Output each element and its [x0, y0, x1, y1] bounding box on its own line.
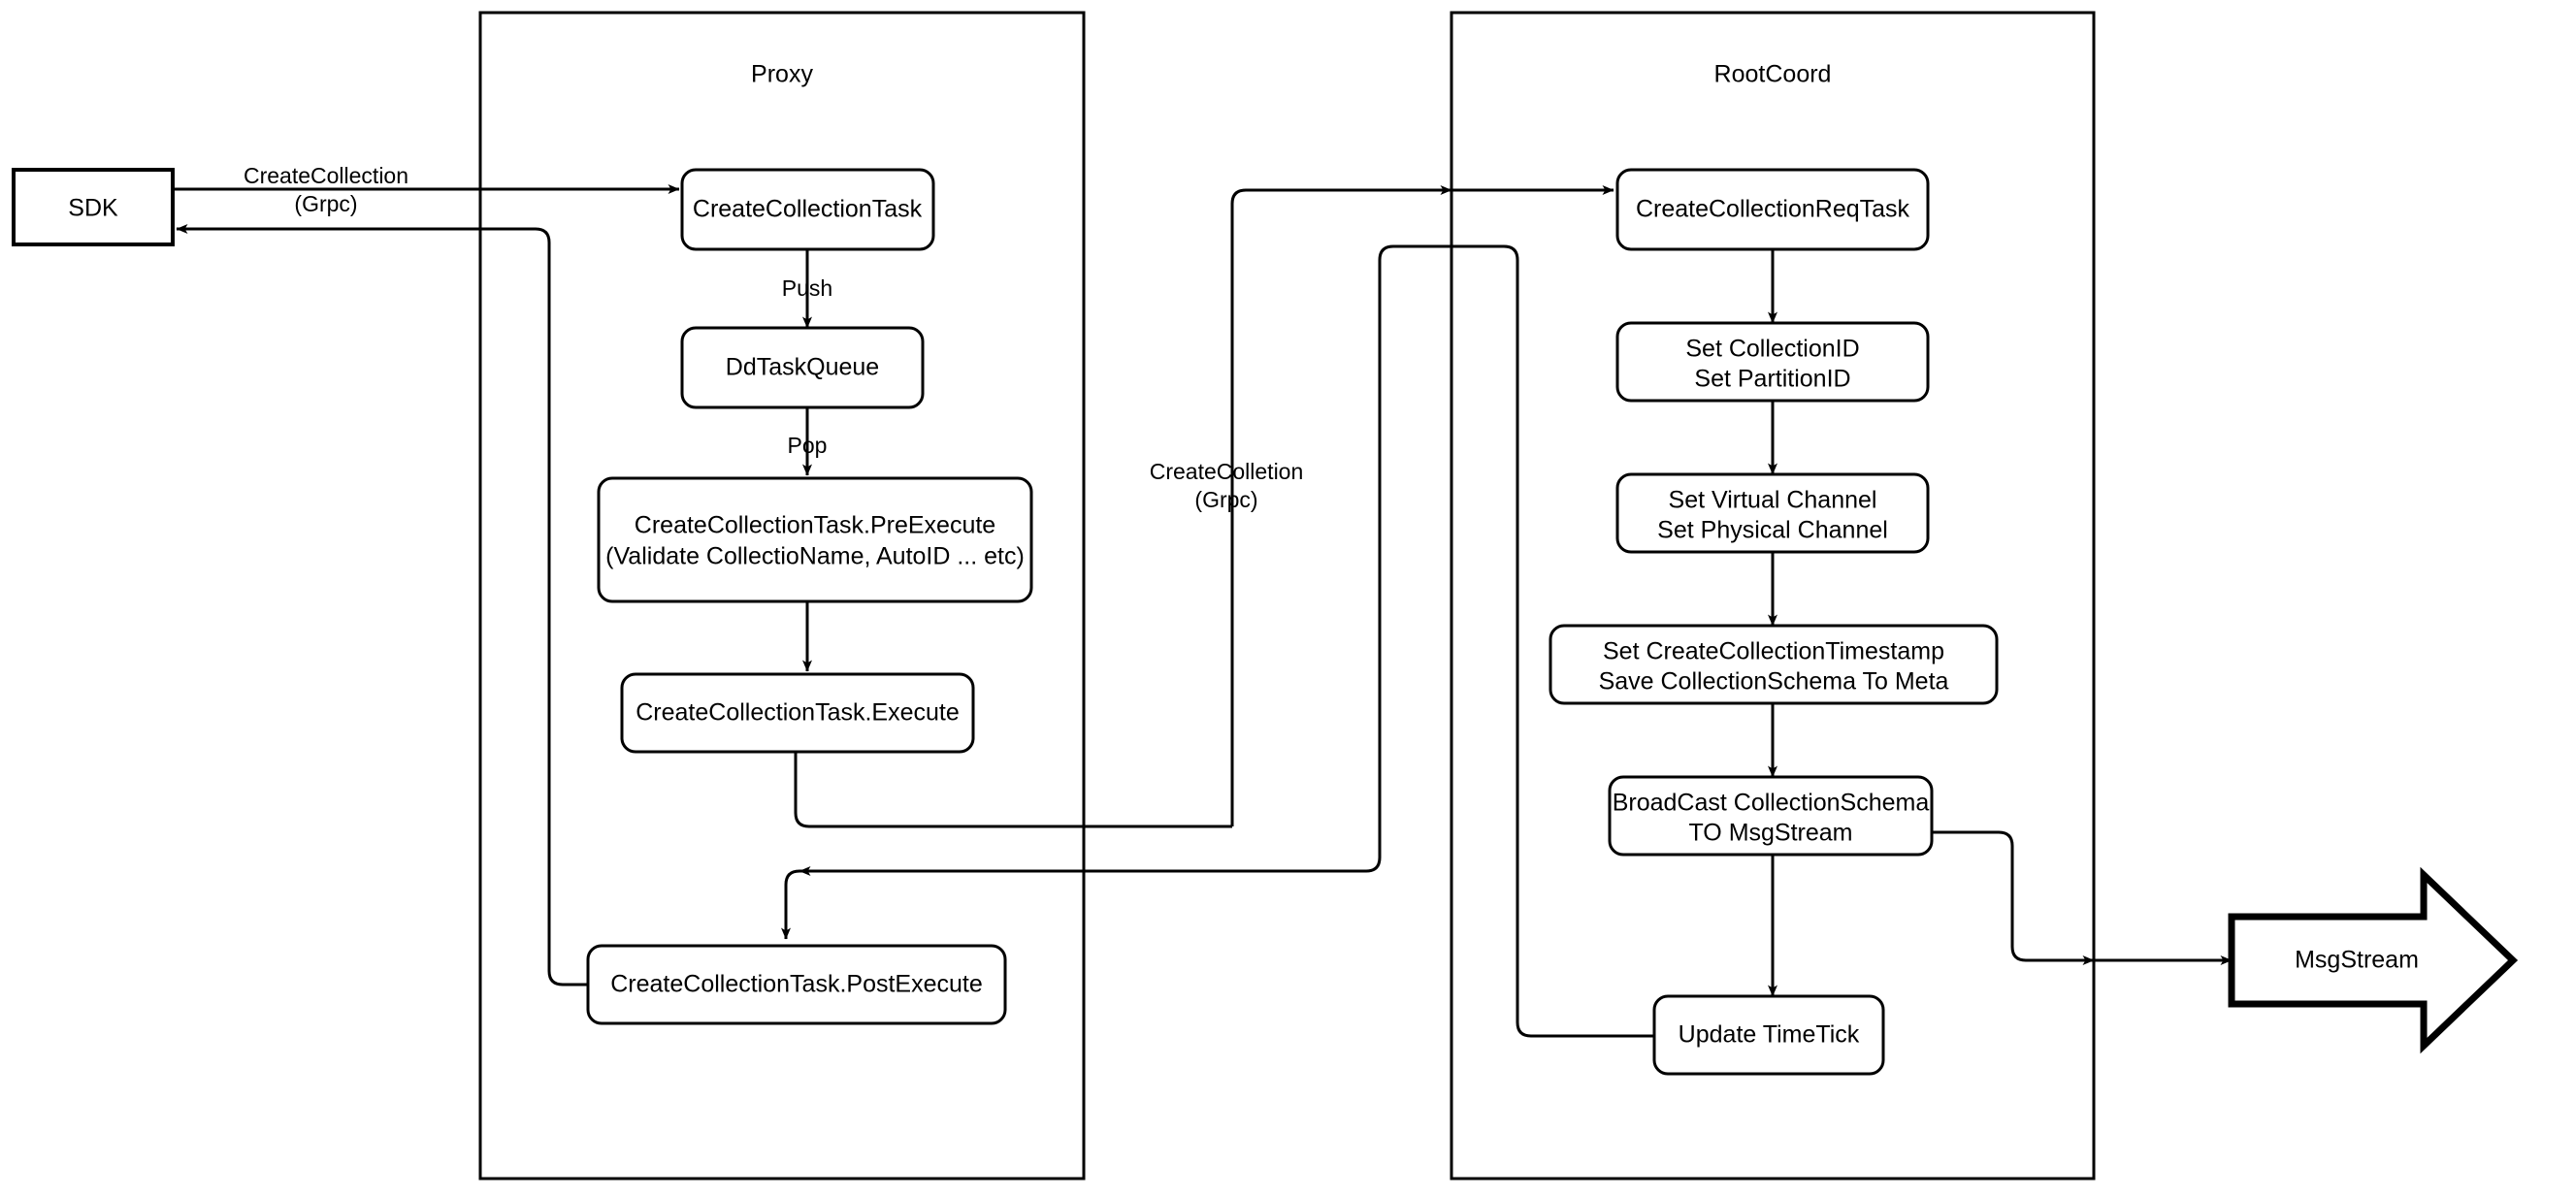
sdk-rect [12, 168, 175, 246]
pre-execute-label-line2: (Validate CollectioName, AutoID ... etc) [605, 543, 1025, 570]
dd-task-queue-label: DdTaskQueue [726, 354, 879, 381]
node-post-execute[interactable]: CreateCollectionTask.PostExecute [586, 944, 1007, 1025]
edge-midline-to-rootcoord-boundary [1230, 185, 1452, 826]
broadcast-label-line1: BroadCast CollectionSchema [1613, 790, 1930, 817]
broadcast-rect [1608, 775, 1934, 857]
edge-label-pop: Pop [788, 433, 828, 458]
edge-to-post-execute [781, 869, 800, 940]
edge-label-sdk-to-proxy-line1: CreateCollection [244, 163, 408, 188]
node-set-ids[interactable]: Set CollectionID Set PartitionID [1615, 321, 1930, 403]
set-ids-label-line2: Set PartitionID [1694, 366, 1850, 393]
create-collection-req-task-rect [1615, 168, 1930, 251]
edge-label-proxy-to-rootcoord-line1: CreateColletion [1150, 459, 1304, 484]
edge-rootcoord-return-to-proxy-boundary [1084, 244, 1451, 873]
node-pre-execute[interactable]: CreateCollectionTask.PreExecute (Validat… [597, 476, 1033, 603]
create-collection-task-label: CreateCollectionTask [693, 196, 923, 223]
save-meta-label-line1: Set CreateCollectionTimestamp [1603, 638, 1944, 665]
create-collection-task-rect [680, 168, 935, 251]
save-meta-rect [1549, 624, 1999, 705]
node-create-collection-req-task[interactable]: CreateCollectionReqTask [1615, 168, 1930, 251]
edge-label-sdk-to-proxy-line2: (Grpc) [294, 191, 357, 216]
edge-broadcast-to-rootcoord-right-boundary [1932, 830, 2095, 965]
node-execute[interactable]: CreateCollectionTask.Execute [620, 672, 975, 754]
create-collection-req-task-label: CreateCollectionReqTask [1636, 196, 1910, 223]
post-execute-label: CreateCollectionTask.PostExecute [610, 971, 983, 998]
edge-label-proxy-to-rootcoord-line2: (Grpc) [1194, 487, 1257, 512]
node-dd-task-queue[interactable]: DdTaskQueue [680, 326, 925, 409]
set-channels-label-line2: Set Physical Channel [1657, 517, 1888, 544]
node-create-collection-task[interactable]: CreateCollectionTask [680, 168, 935, 251]
update-timetick-rect [1652, 994, 1885, 1076]
set-channels-label-line1: Set Virtual Channel [1669, 487, 1877, 514]
msgstream-arrow-shape [2228, 866, 2519, 1054]
proxy-container-title: Proxy [751, 61, 813, 88]
edge-execute-to-proxy-right-boundary [794, 752, 1084, 828]
set-ids-label-line1: Set CollectionID [1685, 336, 1859, 363]
pre-execute-label-line1: CreateCollectionTask.PreExecute [635, 512, 995, 539]
msgstream-label: MsgStream [2295, 947, 2419, 974]
update-timetick-label: Update TimeTick [1679, 1021, 1860, 1049]
node-update-timetick[interactable]: Update TimeTick [1652, 994, 1885, 1076]
set-channels-rect [1615, 472, 1930, 554]
pre-execute-rect [597, 476, 1033, 603]
node-set-channels[interactable]: Set Virtual Channel Set Physical Channel [1615, 472, 1930, 554]
edge-update-timetick-to-rootcoord-left-boundary [1451, 244, 1665, 1038]
set-ids-rect [1615, 321, 1930, 403]
sdk-label: SDK [68, 195, 118, 222]
edge-post-execute-to-sdk [480, 227, 588, 987]
node-save-meta[interactable]: Set CreateCollectionTimestamp Save Colle… [1549, 624, 1999, 705]
save-meta-label-line2: Save CollectionSchema To Meta [1599, 668, 1949, 696]
node-msgstream[interactable]: MsgStream [2228, 866, 2519, 1054]
dd-task-queue-rect [680, 326, 925, 409]
broadcast-label-line2: TO MsgStream [1688, 820, 1852, 847]
rootcoord-container-title: RootCoord [1714, 61, 1832, 88]
execute-label: CreateCollectionTask.Execute [636, 699, 960, 727]
execute-rect [620, 672, 975, 754]
node-broadcast[interactable]: BroadCast CollectionSchema TO MsgStream [1608, 775, 1934, 857]
edge-label-push: Push [782, 275, 832, 301]
node-sdk[interactable]: SDK [12, 168, 175, 246]
post-execute-rect [586, 944, 1007, 1025]
